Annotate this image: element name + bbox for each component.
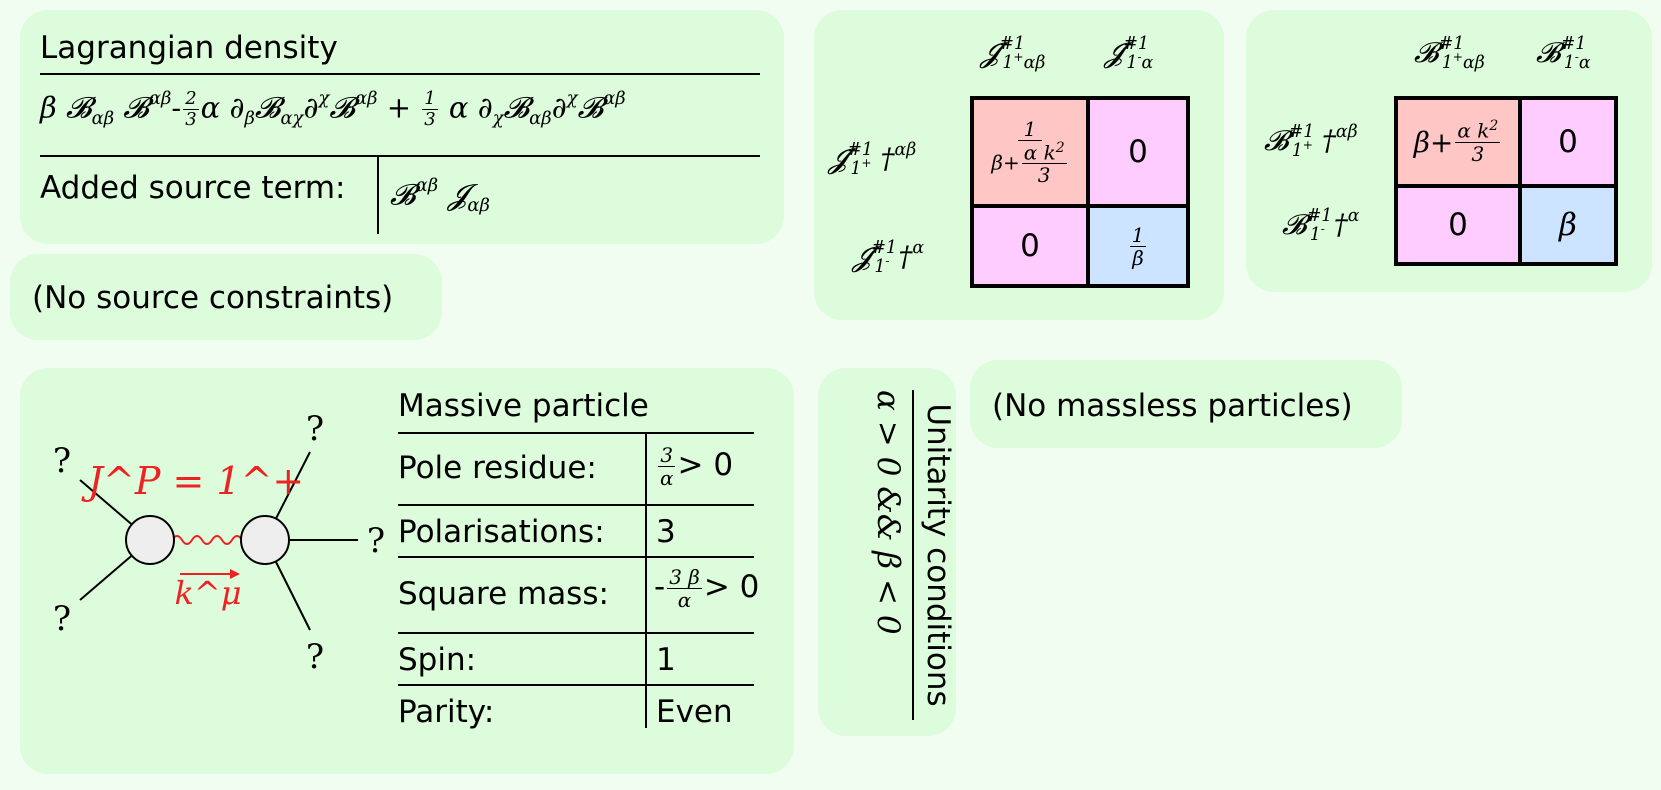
spin-value: 1: [656, 642, 676, 678]
spin-label: Spin:: [398, 642, 477, 678]
matrix-cell: 0: [1090, 100, 1186, 204]
parity-value: Even: [656, 694, 733, 730]
column-header: 𝓙#11+αβ: [980, 34, 1046, 74]
row-header: 𝓑#11- †α: [1282, 206, 1360, 246]
unitarity-condition: α > 0 && β < 0: [870, 390, 906, 635]
matrix-cell: β: [1522, 188, 1614, 262]
matrix-cell: 0: [974, 208, 1086, 284]
row-header: 𝓙#11- †α: [852, 238, 925, 278]
feynman-diagram: J^P = 1^+ k^μ ? ? ? ? ?: [53, 409, 385, 677]
source-term-label: Added source term:: [40, 170, 346, 206]
leg-marker: ?: [53, 441, 71, 481]
spin-parity-label: J^P = 1^+: [81, 459, 305, 503]
row-header: 𝓙#11+ †αβ: [828, 140, 917, 180]
unitarity-panel: Unitarity conditions α > 0 && β < 0: [818, 368, 956, 736]
unitarity-rotated-content: Unitarity conditions α > 0 && β < 0: [870, 390, 956, 720]
field-matrix-panel: 𝓑#11+αβ 𝓑#11-α 𝓑#11+ †αβ 𝓑#11- †α β+α k2…: [1246, 10, 1652, 292]
vertex: [240, 515, 290, 565]
divider: [398, 684, 754, 686]
column-header: 𝓑#11+αβ: [1414, 34, 1485, 74]
source-term-expression: 𝓑αβ 𝓙αβ: [390, 175, 490, 216]
matrix-cell: 0: [1398, 188, 1518, 262]
divider: [377, 156, 379, 234]
column-header: 𝓑#11-α: [1536, 34, 1591, 74]
matrix-cell: 0: [1522, 100, 1614, 184]
divider: [40, 155, 760, 157]
massive-particle-panel: J^P = 1^+ k^μ ? ? ? ? ? Massive particle…: [20, 368, 794, 774]
momentum-label: k^μ: [175, 574, 242, 612]
leg-marker: ?: [306, 409, 324, 449]
divider: [398, 504, 754, 506]
divider: [645, 432, 647, 728]
leg-marker: ?: [306, 637, 324, 677]
lagrangian-title: Lagrangian density: [40, 30, 338, 66]
divider: [398, 556, 754, 558]
particle-table-title: Massive particle: [398, 388, 649, 424]
divider: [40, 73, 760, 75]
propagator-line: [171, 535, 243, 545]
column-header: 𝓙#11-α: [1104, 34, 1154, 74]
massless-text: (No massless particles): [992, 388, 1353, 424]
polarisations-label: Polarisations:: [398, 514, 605, 550]
leg-marker: ?: [367, 521, 385, 561]
source-constraints-panel: (No source constraints): [10, 254, 442, 340]
pole-residue-label: Pole residue:: [398, 450, 597, 486]
leg-marker: ?: [53, 599, 71, 639]
parity-label: Parity:: [398, 694, 495, 730]
vertex: [125, 515, 175, 565]
square-mass-label: Square mass:: [398, 576, 609, 612]
massless-panel: (No massless particles): [970, 360, 1402, 448]
polarisations-value: 3: [656, 514, 676, 550]
source-constraints-text: (No source constraints): [32, 280, 394, 316]
divider: [398, 432, 754, 434]
row-header: 𝓑#11+ †αβ: [1264, 122, 1358, 162]
unitarity-title: Unitarity conditions: [912, 390, 956, 720]
divider: [398, 632, 754, 634]
